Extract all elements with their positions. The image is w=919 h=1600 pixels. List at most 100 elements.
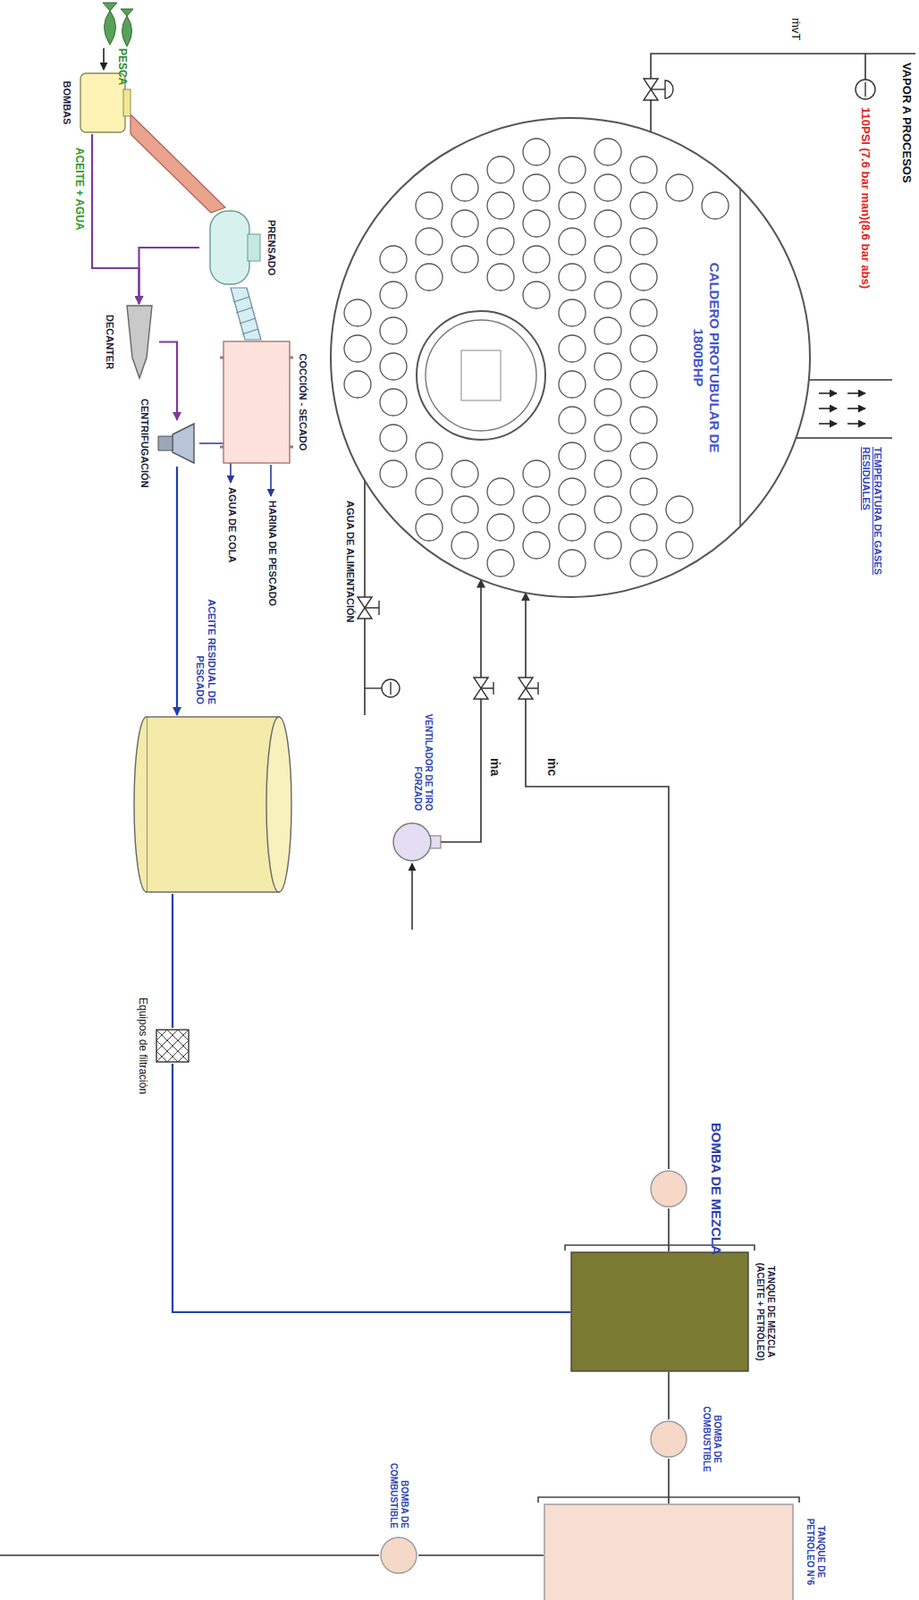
- node-label: BOMBA DE COMBUSTIBLE: [387, 1439, 410, 1529]
- centrifuge-bowl: [172, 423, 194, 464]
- pump: BOMBA DE COMBUSTIBLE: [379, 1535, 419, 1576]
- plain-label: AGUA DE ALIMENTACIÓN: [344, 500, 356, 623]
- water-level: [739, 188, 742, 527]
- pipe-connector: [171, 893, 174, 1029]
- plain-label: VAPOR A PROCESOS: [899, 62, 914, 184]
- plain-label: HARINA DE PESCADO: [266, 500, 279, 607]
- forced-draft-fan: VENTILADOR DE TIRO FORZADO: [392, 817, 441, 867]
- oil-tank: TANQUE DE PETROLEO N°6: [543, 1503, 794, 1600]
- plain-label: ṁvT: [788, 17, 803, 41]
- mix-tank: TANQUE DE MEZCLA (ACEITE + PETRÓLEO): [570, 1251, 750, 1373]
- node-label: BOMBA DE COMBUSTIBLE: [700, 1399, 723, 1480]
- oil-tank-shape: [543, 1503, 794, 1600]
- pressure-gauge: [855, 79, 876, 100]
- oil-tank: [544, 1504, 793, 1600]
- node-label: TANQUE DE PETROLEO N°6: [804, 1509, 827, 1595]
- node-label: COCCIÓN - SECADO: [296, 354, 309, 452]
- fire-tubes: [344, 138, 729, 577]
- centrifuge-shape: [154, 420, 200, 467]
- fuel-supply-line: [0, 1554, 380, 1557]
- pipe-connector: [418, 1554, 544, 1557]
- cooker-dryer: COCCIÓN - SECADO: [221, 339, 294, 465]
- dryer-body: [223, 341, 290, 464]
- node-label: VENTILADOR DE TIRO FORZADO: [412, 705, 434, 811]
- node-label: BOMBAS: [60, 81, 73, 126]
- node-label: Equipos de filtración: [136, 997, 150, 1095]
- flow-label: ṁc: [545, 756, 560, 778]
- pipe-connector: [172, 1063, 571, 1313]
- steam-pipe: [650, 53, 916, 133]
- pipe-connector: [139, 247, 201, 304]
- tank-top: [266, 716, 292, 893]
- boiler-shape: [328, 116, 812, 599]
- pipe-connector: [667, 1372, 670, 1420]
- oil-tank: ACEITE RESIDUAL DE PESCADO: [132, 715, 294, 894]
- tank-body: [146, 716, 279, 893]
- pump-shape: [379, 1535, 419, 1576]
- centrifuge-base: [158, 436, 173, 451]
- furnace-inner: [425, 320, 537, 431]
- burner-port: [461, 350, 501, 401]
- press-shape: [199, 207, 262, 288]
- decanter-shape: [118, 303, 160, 380]
- press-top: [247, 234, 261, 262]
- plain-label: 110PSI (7.6 bar man)(8.6 bar abs): [858, 107, 873, 289]
- oil-tank-shape: [132, 715, 294, 894]
- mix-tank: [571, 1252, 749, 1372]
- tank-bottom: [134, 716, 147, 893]
- node-label: TANQUE DE MEZCLA (ACEITE + PETRÓLEO): [754, 1249, 776, 1375]
- tank-brackets: [538, 1245, 800, 1503]
- pipe-connector: [92, 134, 140, 304]
- decanter: DECANTER: [118, 303, 160, 380]
- decanter-body: [126, 305, 152, 379]
- pump-inlet: [123, 89, 131, 117]
- pipe-connector: [525, 592, 669, 1170]
- filter-mesh: [156, 1029, 189, 1063]
- feed-gauge: [364, 679, 400, 698]
- plain-label: TEMPERATURA DE GASES RESIDUALES: [859, 446, 884, 595]
- forced-draft-fan-shape: [392, 817, 441, 867]
- node-label: CALDERO PIROTUBULAR DE 1800BHP: [690, 241, 723, 474]
- pipe-connector: [159, 342, 178, 422]
- plain-label: PESCA: [116, 48, 129, 85]
- filter-shape: [154, 1028, 191, 1064]
- plain-label: ACEITE + AGUA: [73, 147, 86, 231]
- flow-label: ṁa: [488, 756, 503, 778]
- feed-water-line: [363, 468, 366, 716]
- pump-circle: [650, 1171, 687, 1207]
- feed-valve: [357, 597, 380, 619]
- pipe-connector: [176, 466, 178, 716]
- pump-shape: [649, 1169, 689, 1209]
- mix-tank-shape: [570, 1251, 750, 1373]
- cooker-dryer-shape: [221, 339, 294, 465]
- boiler-shell: [330, 118, 810, 598]
- pump-shape: [649, 1419, 689, 1459]
- fish-icon: [102, 2, 134, 47]
- control-valve: [643, 78, 674, 101]
- pipe-connector: [440, 580, 481, 843]
- dryer-lugs: [219, 357, 294, 447]
- conveyor: [130, 114, 226, 213]
- pump-circle: [380, 1537, 417, 1574]
- boiler: CALDERO PIROTUBULAR DE 1800BHP: [328, 116, 812, 599]
- burner-valves: [473, 677, 539, 700]
- filter-box: [156, 1029, 189, 1063]
- furnace: [416, 311, 546, 440]
- fan-casing: [393, 823, 431, 861]
- centrifuge: CENTRIFUGACIÓN: [154, 420, 200, 467]
- plain-label: AGUA DE COLA: [226, 487, 238, 564]
- node-label: CENTRIFUGACIÓN: [138, 398, 151, 489]
- press-body: [210, 210, 250, 285]
- pump: BOMBA DE COMBUSTIBLE: [649, 1419, 689, 1459]
- pump-circle: [650, 1421, 687, 1458]
- air-inlet-arrow: [411, 863, 414, 930]
- screw-conveyor: [230, 287, 262, 340]
- node-label: PRENSADO: [265, 219, 278, 276]
- exhaust-stack: [795, 379, 893, 439]
- fish-feed-arrow: [102, 48, 105, 70]
- press: PRENSADO: [199, 207, 262, 288]
- pump: BOMBA DE MEZCLA: [649, 1169, 689, 1209]
- exhaust-arrows: [818, 393, 866, 424]
- node-label: DECANTER: [103, 314, 116, 370]
